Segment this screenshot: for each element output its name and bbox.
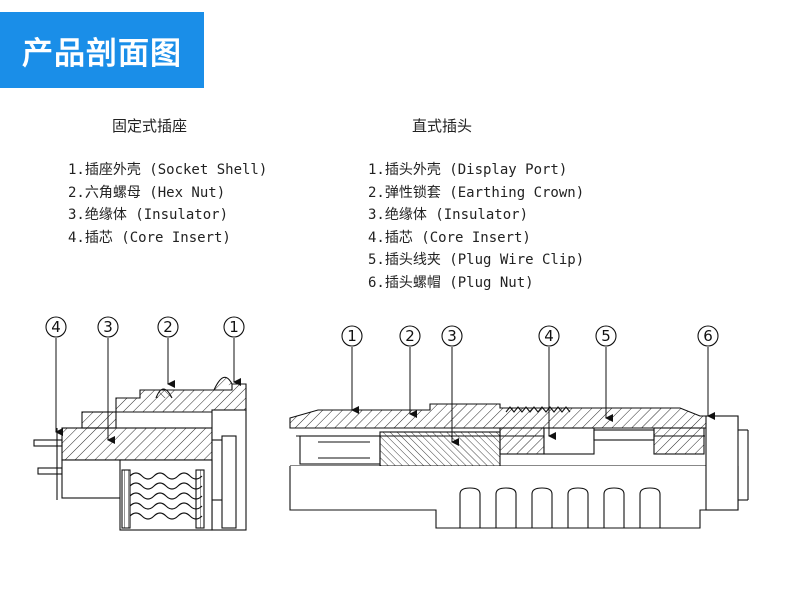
plug-part-item: 1.插头外壳 (Display Port) [368,162,568,178]
plug-callout-5: 5 [595,325,617,347]
plug-shell-top [289,403,739,429]
plug-nut [705,415,739,511]
socket-part-item: 4.插芯 (Core Insert) [68,229,231,246]
socket-callouts: 4 3 2 1 [45,316,245,338]
plug-part-item: 4.插芯 (Core Insert) [368,229,531,246]
socket-callout-4: 4 [45,316,67,338]
header-banner: 产品剖面图 [0,12,204,88]
socket-section-title: 固定式插座 [112,117,188,135]
plug-drawing [289,403,749,529]
plug-callout-label: 6 [703,327,713,345]
socket-leaders [55,338,241,444]
plug-part-item: 5.插头线夹 (Plug Wire Clip) [368,252,585,269]
plug-leaders [351,347,715,446]
plug-earthing-crown [505,406,571,413]
socket-parts-list: 1.插座外壳 (Socket Shell) 2.六角螺母 (Hex Nut) 3… [68,159,267,249]
plug-part-item: 6.插头螺帽 (Plug Nut) [368,274,534,291]
plug-callout-label: 5 [601,327,611,345]
plug-parts-list: 1.插头外壳 (Display Port) 2.弹性锁套 (Earthing C… [368,159,584,295]
plug-callout-6: 6 [697,325,719,347]
plug-callout-label: 3 [447,327,457,345]
socket-pin-upper [33,439,63,447]
plug-callout-3: 3 [441,325,463,347]
socket-part-item: 3.绝缘体 (Insulator) [68,207,229,224]
plug-part-item: 3.绝缘体 (Insulator) [368,207,529,224]
socket-callout-label: 3 [103,318,113,336]
plug-callouts: 1 2 3 4 5 6 [341,325,719,347]
socket-callout-label: 1 [229,318,239,336]
plug-part-item: 2.弹性锁套 (Earthing Crown) [368,184,585,201]
socket-callout-3: 3 [97,316,119,338]
plug-section-title: 直式插头 [412,117,473,135]
socket-hex-nut [155,388,173,399]
socket-part-item: 1.插座外壳 (Socket Shell) [68,162,268,178]
socket-shell-top [115,383,247,413]
plug-callout-2: 2 [399,325,421,347]
plug-body-lower [289,466,739,529]
socket-part-item: 2.六角螺母 (Hex Nut) [68,184,226,201]
plug-callout-label: 2 [405,327,415,345]
socket-pin-lower [37,467,63,475]
plug-insulator [299,435,381,465]
plug-callout-label: 4 [544,327,554,345]
socket-insulator-step [81,411,117,429]
socket-callout-2: 2 [157,316,179,338]
socket-callout-1: 1 [223,316,245,338]
socket-callout-label: 2 [163,318,173,336]
socket-core-insert [61,427,213,461]
plug-callout-4: 4 [538,325,560,347]
socket-callout-label: 4 [51,318,61,336]
socket-drawing [33,376,247,531]
plug-callout-label: 1 [347,327,357,345]
plug-core-insert [379,431,501,469]
page-title: 产品剖面图 [22,35,182,72]
plug-callout-1: 1 [341,325,363,347]
